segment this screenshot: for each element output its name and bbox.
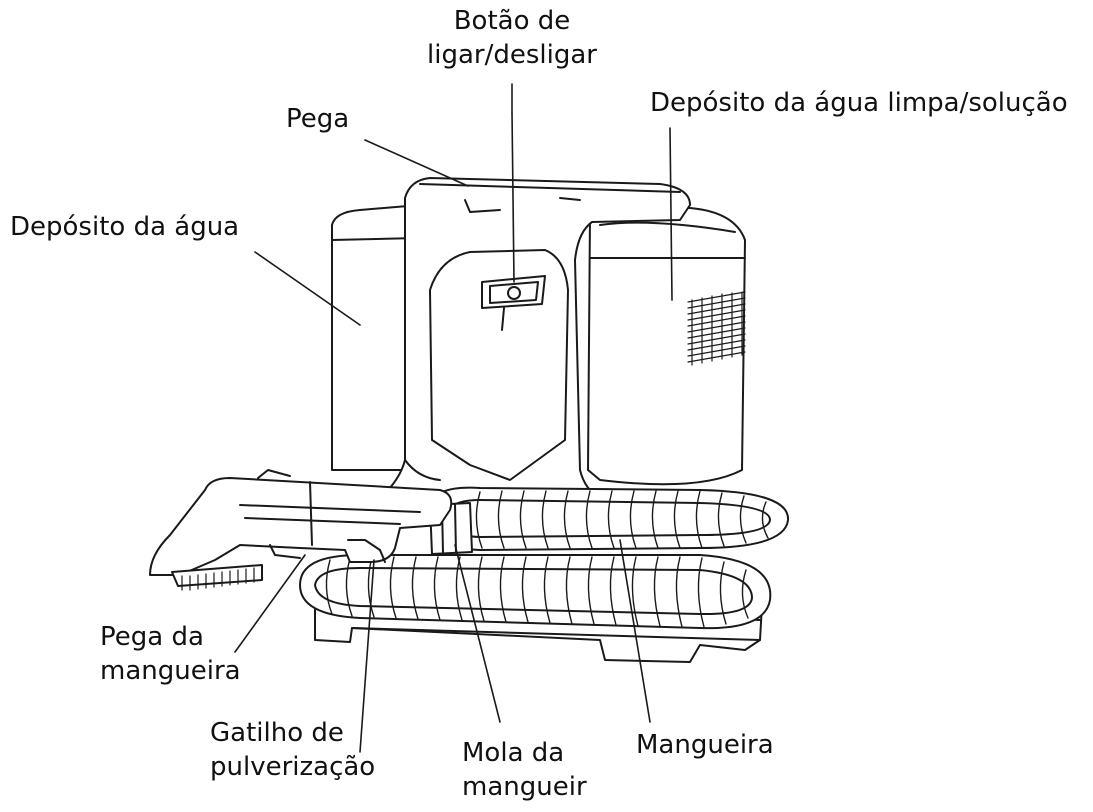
label-spray-trigger-line2: pulverização: [210, 750, 375, 784]
label-spray-trigger: Gatilho de pulverização: [210, 716, 375, 784]
label-power-button: Botão de ligar/desligar: [412, 4, 612, 72]
label-hose: Mangueira: [636, 728, 774, 762]
label-power-button-line1: Botão de: [412, 4, 612, 38]
label-hose-handle: Pega da mangueira: [100, 620, 241, 688]
label-hose-handle-line1: Pega da: [100, 620, 241, 654]
leader-handle: [365, 140, 468, 186]
label-spray-trigger-line1: Gatilho de: [210, 716, 375, 750]
label-power-button-line2: ligar/desligar: [412, 38, 612, 72]
label-hose-handle-line2: mangueira: [100, 654, 241, 688]
label-hose-spring: Mola da mangueir: [462, 736, 587, 804]
label-handle: Pega: [286, 102, 349, 136]
label-hose-spring-line1: Mola da: [462, 736, 587, 770]
label-clean-tank: Depósito da água limpa/solução: [650, 86, 1068, 120]
label-hose-spring-line2: mangueir: [462, 770, 587, 804]
label-water-tank: Depósito da água: [10, 210, 239, 244]
